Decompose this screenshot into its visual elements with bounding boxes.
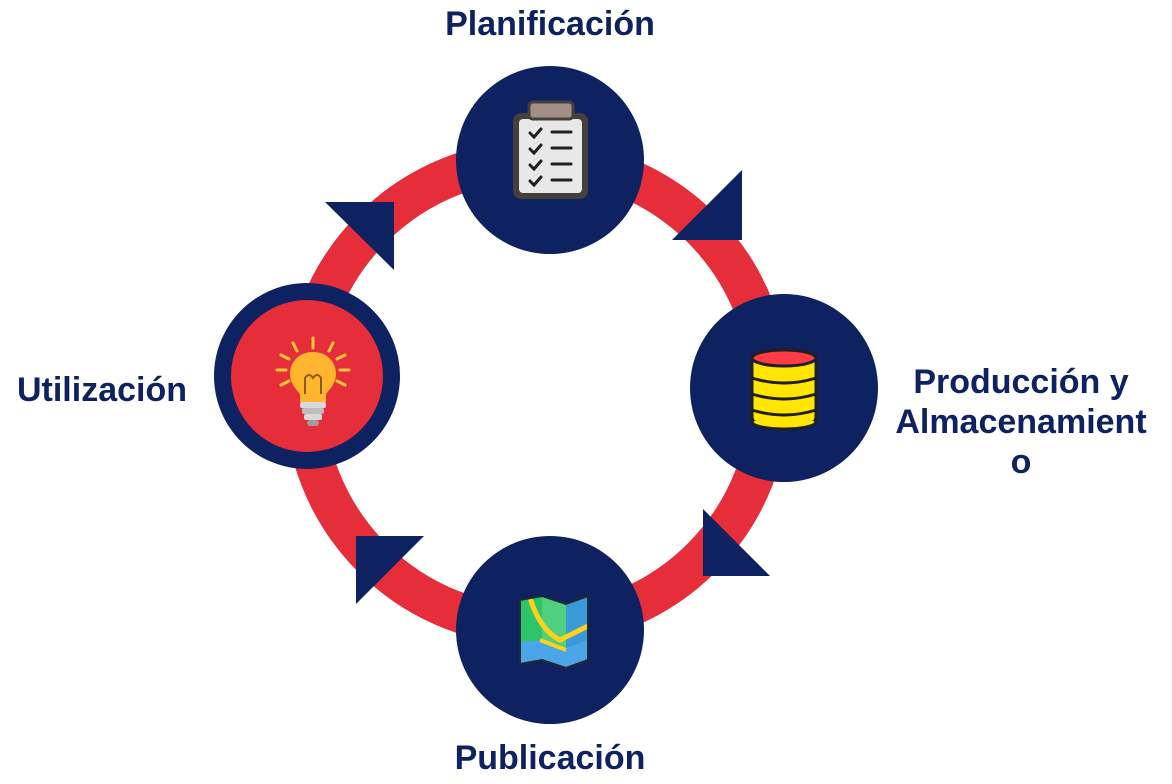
cycle-arrow-bottom-right (703, 509, 770, 576)
stage-label-planning: Planificación (445, 5, 655, 43)
stage-node-utilization (214, 283, 400, 469)
stage-label-production-line1: Producción y (913, 363, 1129, 401)
stage-node-publication (456, 536, 644, 724)
stage-label-production-line2: Almacenamient (895, 403, 1147, 441)
cycle-arrow-bottom-left (356, 536, 424, 604)
stage-label-production: Producción y Almacenamient o (885, 362, 1157, 482)
cycle-arrow-top-right (672, 170, 742, 240)
stage-node-production (690, 294, 878, 482)
clipboard-checklist-icon (513, 100, 588, 199)
cycle-arrow-top-left (325, 202, 394, 270)
folded-map-icon (519, 594, 590, 670)
lightbulb-icon (275, 336, 351, 426)
stage-label-publication: Publicación (454, 739, 646, 777)
database-icon (750, 348, 818, 431)
stage-node-planning (456, 66, 644, 254)
stage-label-utilization: Utilización (16, 371, 188, 409)
stage-label-production-line3: o (1010, 443, 1032, 481)
